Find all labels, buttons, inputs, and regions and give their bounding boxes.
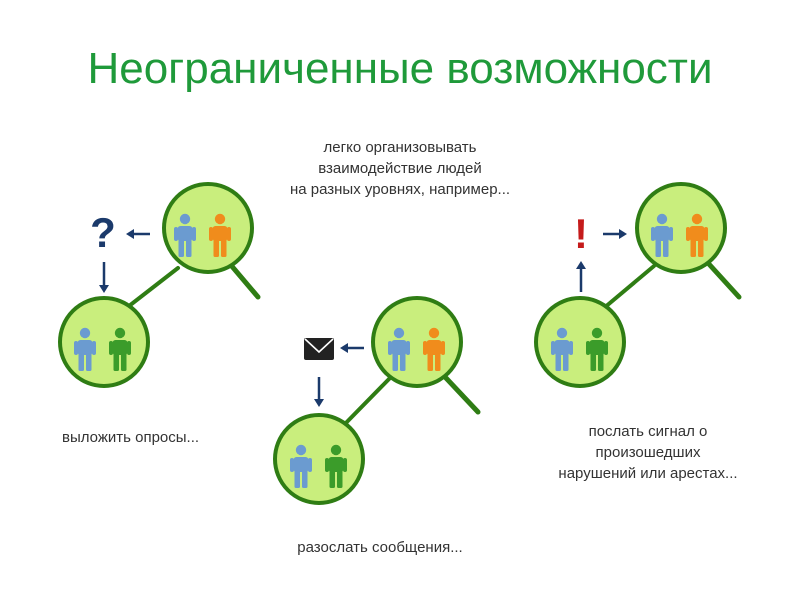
magnifier-handle <box>227 261 261 300</box>
magnifier-handle <box>443 375 481 415</box>
caption-line: легко организовывать <box>323 139 477 156</box>
magnifier-group-left: ? <box>58 182 261 388</box>
caption-line: взаимодействие людей <box>318 160 482 177</box>
connector-line <box>337 376 392 432</box>
arrow-icon <box>314 377 324 407</box>
caption-line: произошедших <box>595 444 701 461</box>
question-mark-icon: ? <box>90 209 116 256</box>
page-title: Неограниченные возможности <box>87 44 713 93</box>
magnifier-handle <box>705 260 742 300</box>
caption-right: послать сигнал о произошедших нарушений … <box>528 421 768 484</box>
magnifier-icon <box>58 296 150 388</box>
caption-bottom: разослать сообщения... <box>230 537 530 558</box>
arrow-icon <box>126 229 150 239</box>
caption-top: легко организовывать взаимодействие люде… <box>250 137 550 200</box>
envelope-icon <box>304 338 334 360</box>
magnifier-icon <box>534 296 626 388</box>
caption-line: нарушений или арестах... <box>558 465 738 482</box>
exclamation-icon: ! <box>574 210 588 257</box>
caption-left: выложить опросы... <box>62 427 262 448</box>
arrow-icon <box>603 229 627 239</box>
caption-line: разослать сообщения... <box>297 539 463 556</box>
magnifier-group-right: ! <box>534 182 742 388</box>
magnifier-icon <box>371 296 463 388</box>
magnifier-group-middle <box>273 296 481 505</box>
arrow-icon <box>576 261 586 292</box>
caption-line: на разных уровнях, например... <box>289 181 511 198</box>
arrow-icon <box>340 343 364 353</box>
caption-line: послать сигнал о <box>588 423 708 440</box>
magnifier-icon <box>162 182 254 274</box>
caption-line: выложить опросы... <box>62 429 200 446</box>
arrow-icon <box>99 262 109 293</box>
magnifier-icon <box>273 413 365 505</box>
magnifier-icon <box>635 182 727 274</box>
